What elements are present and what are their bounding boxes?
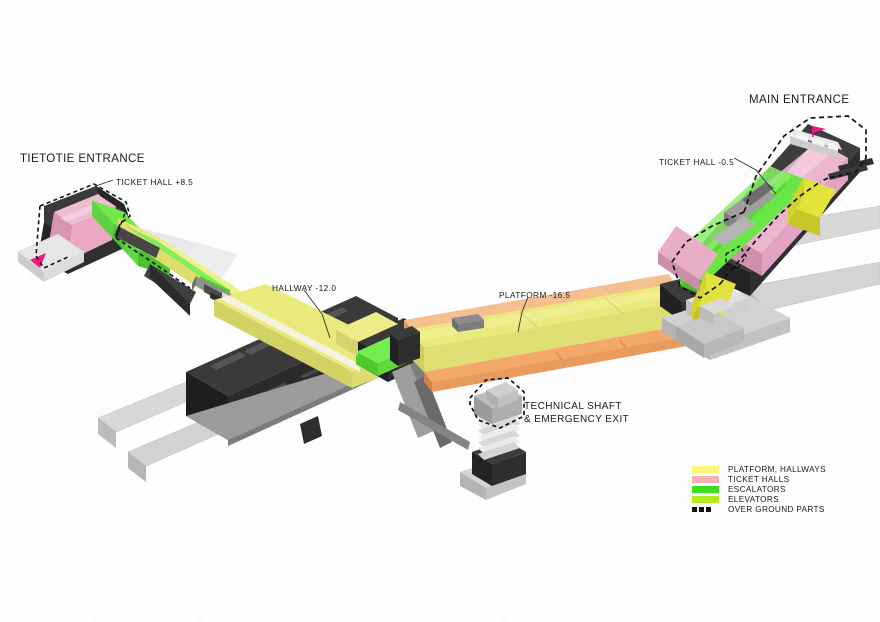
legend-swatch-platform-hallways: [692, 465, 719, 473]
legend: PLATFORM, HALLWAYS TICKET HALLS ESCALATO…: [692, 464, 872, 515]
label-hallway-minus-12: HALLWAY -12.0: [272, 283, 337, 293]
legend-label-over-ground-parts: OVER GROUND PARTS: [728, 505, 825, 515]
technical-shaft-structure: [460, 377, 526, 500]
label-ticket-hall-plus-8-5: TICKET HALL +8.5: [116, 177, 194, 187]
label-ticket-hall-minus-0-5: TICKET HALL -0.5: [659, 157, 735, 167]
legend-swatch-ticket-halls: [692, 475, 719, 483]
legend-swatch-escalators: [692, 485, 719, 493]
platform-level: [390, 272, 730, 392]
legend-label-ticket-halls: TICKET HALLS: [728, 474, 790, 484]
legend-swatch-elevators: [692, 496, 719, 504]
legend-item-ticket-halls: TICKET HALLS: [692, 474, 872, 484]
entrance-flag-main: [812, 126, 826, 137]
legend-label-escalators: ESCALATORS: [728, 484, 786, 494]
label-tietotie-entrance: TIETOTIE ENTRANCE: [20, 153, 145, 165]
label-emergency-exit: & EMERGENCY EXIT: [524, 414, 630, 425]
legend-item-elevators: ELEVATORS: [692, 495, 872, 505]
leader-lines: [85, 157, 777, 339]
label-technical-shaft: TECHNICAL SHAFT: [524, 401, 622, 412]
legend-swatch-over-ground-parts: [692, 506, 719, 513]
legend-label-platform-hallways: PLATFORM, HALLWAYS: [728, 464, 826, 474]
legend-item-escalators: ESCALATORS: [692, 484, 872, 494]
right-ground-blocks: [676, 298, 744, 358]
label-main-entrance: MAIN ENTRANCE: [749, 94, 850, 106]
legend-label-elevators: ELEVATORS: [728, 495, 779, 505]
entrance-arrow-tietotie: [30, 253, 46, 268]
hallway-corridor: [192, 276, 470, 450]
legend-item-platform-hallways: PLATFORM, HALLWAYS: [692, 464, 872, 474]
label-platform-minus-16-5: PLATFORM -16.5: [499, 290, 571, 300]
legend-item-over-ground-parts: OVER GROUND PARTS: [692, 505, 872, 515]
